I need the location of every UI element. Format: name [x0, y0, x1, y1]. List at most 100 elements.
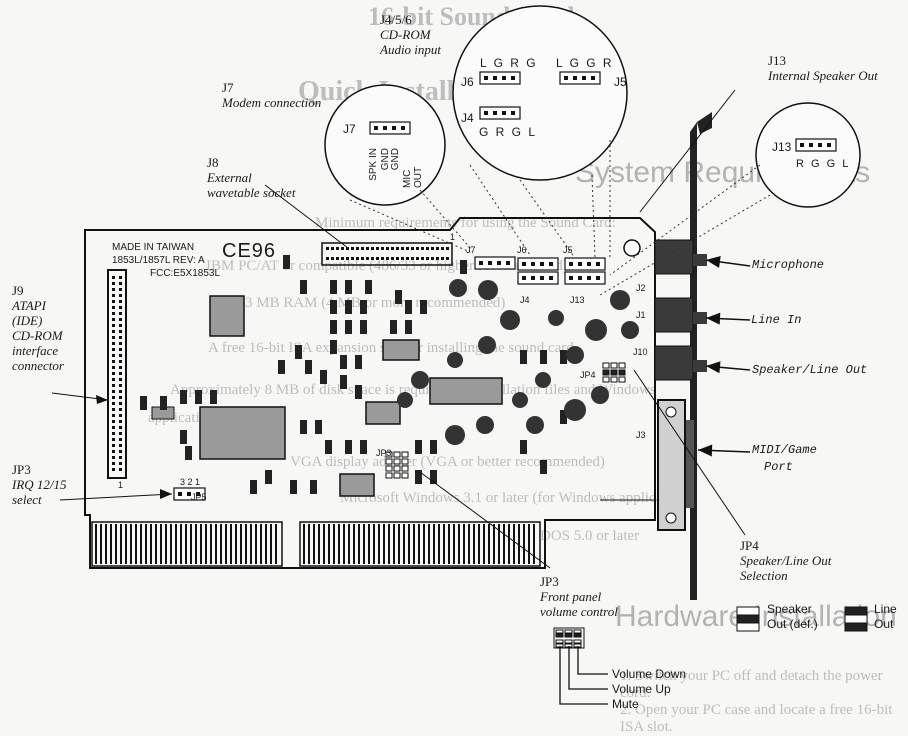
pin: [119, 360, 122, 363]
smd-part: [415, 470, 422, 484]
pin: [436, 257, 439, 260]
j9-connector: [107, 269, 127, 479]
callout-jp4: JP4 Speaker/Line Out Selection: [740, 538, 831, 583]
j7-pin-mic-out: MIC OUT: [402, 166, 424, 188]
pin: [416, 257, 419, 260]
port-midi-game-2: Port: [764, 460, 793, 474]
smd-part: [405, 300, 412, 314]
legend-line-line2: Out: [874, 617, 894, 631]
pin: [531, 276, 535, 280]
pin: [522, 276, 526, 280]
pin: [484, 111, 488, 115]
pin: [119, 462, 122, 465]
pin: [346, 257, 349, 260]
pin: [497, 261, 501, 265]
pin: [119, 408, 122, 411]
silk-j7: J7: [466, 245, 476, 255]
pin: [112, 414, 115, 417]
pin: [582, 76, 586, 80]
port-microphone: Microphone: [752, 258, 825, 272]
callout-jp3-front-id: JP3: [540, 574, 559, 589]
pin: [511, 111, 515, 115]
board-name: CE96: [222, 240, 277, 262]
pin: [112, 444, 115, 447]
legend-line-out: Line Out: [874, 602, 897, 632]
pin: [809, 143, 813, 147]
pin: [119, 396, 122, 399]
pin: [112, 312, 115, 315]
fcc-text: FCC:E5X1853L: [150, 268, 221, 279]
pin: [119, 414, 122, 417]
pin: [386, 257, 389, 260]
pin: [493, 76, 497, 80]
legend-speaker-line1: Speaker: [767, 602, 812, 616]
pin: [351, 257, 354, 260]
zoom-j5-label: J5: [614, 75, 627, 89]
pin: [396, 257, 399, 260]
smd-part: [540, 460, 547, 474]
smd-part: [305, 360, 312, 374]
pin: [119, 468, 122, 471]
capacitor: [411, 371, 429, 389]
pin: [506, 261, 510, 265]
jp4-legend-speaker: [736, 606, 760, 632]
dsp-chip: [199, 406, 286, 460]
smd-part: [360, 320, 367, 334]
jp4-pin: [610, 362, 618, 369]
capacitor: [548, 310, 564, 326]
j7-pin-gnd: GND: [380, 148, 391, 171]
pin: [112, 300, 115, 303]
zoom-j7-pin-labels: MIC OUT GND GND SPK IN: [368, 148, 424, 188]
pin: [383, 126, 387, 130]
pin: [431, 247, 434, 250]
mute-label: Mute: [612, 697, 639, 711]
smd-part: [325, 440, 332, 454]
callout-j9-line: (IDE): [12, 313, 43, 328]
smd-part: [560, 350, 567, 364]
pin: [366, 257, 369, 260]
pin: [426, 247, 429, 250]
smd-part: [520, 440, 527, 454]
jp3-pin: [385, 472, 393, 479]
jp3-pin: [401, 451, 409, 458]
callout-j8-id: J8: [207, 155, 219, 170]
smd-part: [250, 480, 257, 494]
smd-part: [185, 446, 192, 460]
pin: [376, 247, 379, 250]
smd-part: [140, 396, 147, 410]
smd-part: [360, 440, 367, 454]
capacitor: [564, 399, 586, 421]
pin: [446, 257, 449, 260]
smd-part: [295, 345, 302, 359]
pin: [119, 288, 122, 291]
zoom-j13-header: [795, 138, 837, 152]
callout-j456-id: J4/5/6: [380, 12, 412, 27]
pin: [540, 262, 544, 266]
pin: [112, 372, 115, 375]
callout-jp4-id: JP4: [740, 538, 759, 553]
pin: [112, 348, 115, 351]
jp4-pin: [618, 362, 626, 369]
pin: [119, 366, 122, 369]
pin: [112, 306, 115, 309]
front-panel-pin: [564, 639, 573, 644]
pin: [531, 262, 535, 266]
bg-bullet: Microsoft Windows 3.1 or later (for Wind…: [340, 490, 697, 506]
silk-j3: J3: [636, 430, 646, 440]
zoom-j7-label: J7: [343, 122, 356, 136]
jp3-pin: [401, 465, 409, 472]
smd-part: [278, 360, 285, 374]
legend-line-line1: Line: [874, 602, 897, 616]
pin: [196, 492, 200, 496]
callout-jp3-irq: JP3 IRQ 12/15 select: [12, 462, 67, 507]
smd-part: [345, 300, 352, 314]
pin: [112, 462, 115, 465]
pin: [374, 126, 378, 130]
pcb-outline: [84, 217, 656, 569]
pin: [119, 348, 122, 351]
pin: [396, 247, 399, 250]
smd-part: [560, 410, 567, 424]
pin: [112, 294, 115, 297]
zoom-j4-header: [479, 106, 521, 120]
callout-jp3-front: JP3 Front panel volume control: [540, 574, 618, 619]
